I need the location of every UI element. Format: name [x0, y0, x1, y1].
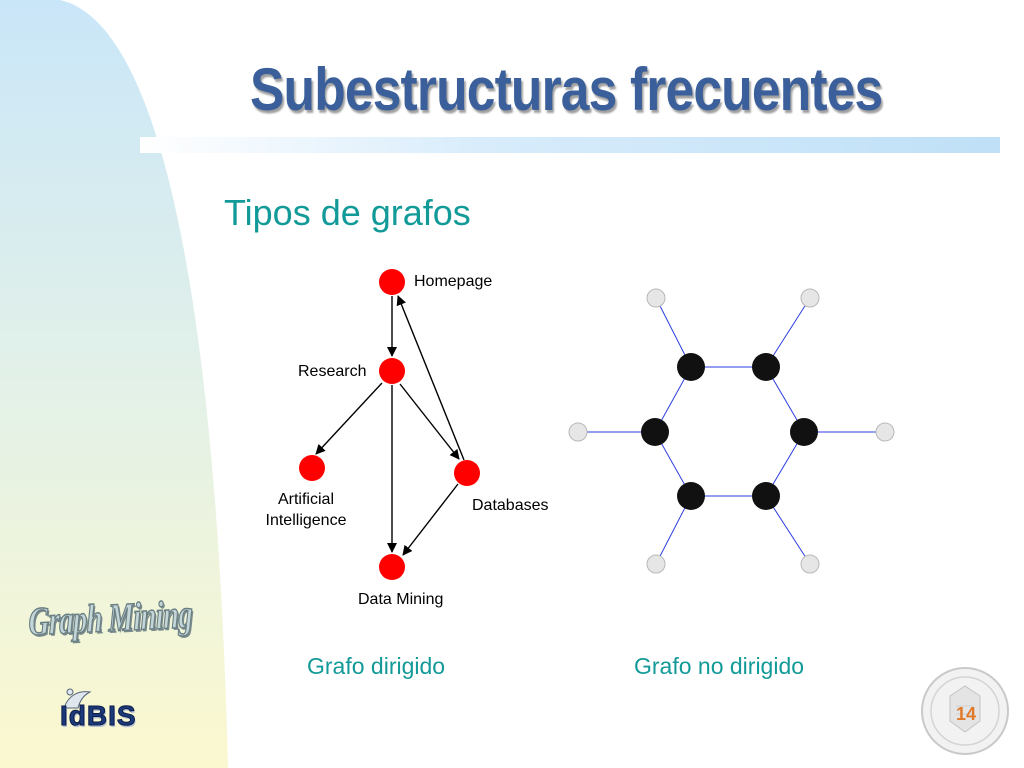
edge-databases-datamining	[402, 483, 459, 556]
node-ai	[299, 455, 325, 481]
label-homepage: Homepage	[414, 273, 492, 290]
inner-nodes	[641, 353, 818, 510]
node-datamining	[379, 554, 405, 580]
directed-edges	[315, 295, 465, 556]
label-research: Research	[298, 363, 366, 380]
inner-node-1	[677, 353, 705, 381]
slide-subtitle: Tipos de grafos	[224, 192, 471, 233]
outer-node-6	[568, 422, 588, 442]
inner-node-6	[641, 418, 669, 446]
idbis-logo: IdBIS	[60, 700, 137, 732]
label-ai-line1: Artificial	[278, 491, 334, 508]
outer-node-5	[646, 554, 666, 574]
outer-nodes	[568, 288, 895, 574]
outer-node-4	[800, 554, 820, 574]
inner-node-2	[752, 353, 780, 381]
caption-directed: Grafo dirigido	[307, 653, 446, 679]
graph-mining-logo: Graph Mining	[27, 590, 193, 644]
node-homepage	[379, 269, 405, 295]
directed-nodes	[299, 269, 480, 580]
undirected-edges	[578, 297, 885, 565]
label-datamining: Data Mining	[358, 591, 443, 608]
page-number: 14	[955, 704, 977, 724]
university-seal-icon	[921, 667, 1009, 755]
outer-node-2	[800, 288, 820, 308]
slide-title: Subestructuras frecuentes	[250, 56, 883, 123]
inner-node-5	[677, 482, 705, 510]
label-databases: Databases	[472, 497, 549, 514]
node-research	[379, 358, 405, 384]
label-ai-line2: Intelligence	[266, 512, 347, 529]
edge-research-databases	[399, 383, 460, 460]
edge-databases-homepage	[396, 295, 465, 461]
node-databases	[454, 460, 480, 486]
edge-research-ai	[315, 382, 383, 455]
outer-node-1	[646, 288, 666, 308]
inner-node-3	[790, 418, 818, 446]
bird-icon	[63, 688, 92, 709]
outer-node-3	[875, 422, 895, 442]
caption-undirected: Grafo no dirigido	[634, 653, 805, 679]
title-underline-bar	[140, 137, 1000, 153]
inner-node-4	[752, 482, 780, 510]
